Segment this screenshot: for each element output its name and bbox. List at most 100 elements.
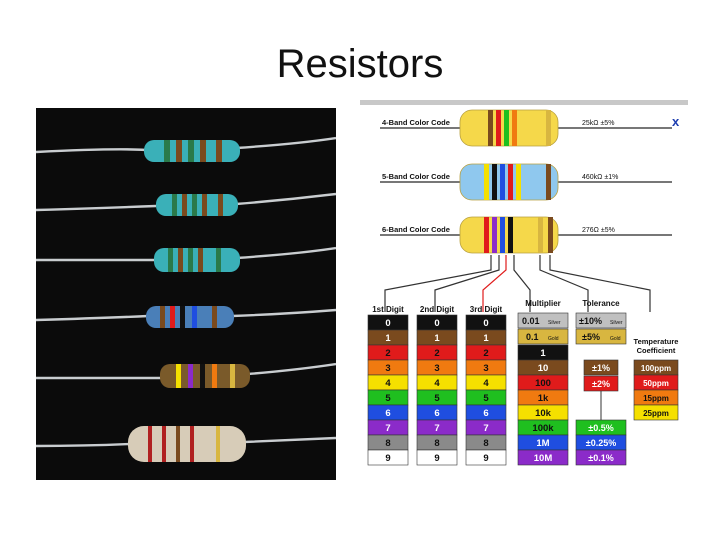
color-band bbox=[516, 164, 521, 200]
color-band bbox=[504, 110, 509, 146]
digit-value: 0 bbox=[483, 318, 488, 329]
chart-top-bar bbox=[360, 100, 688, 105]
digit-value: 9 bbox=[483, 453, 488, 464]
temp-coeff-value: 100ppm bbox=[641, 364, 671, 373]
resistor-5 bbox=[160, 364, 250, 388]
multiplier-value: 1 bbox=[540, 348, 546, 359]
multiplier-silver-note: Silver bbox=[548, 320, 561, 326]
resistor-2 bbox=[156, 194, 238, 216]
digit-cell bbox=[367, 449, 409, 466]
digit-value: 1 bbox=[434, 333, 440, 344]
multiplier-value: 1M bbox=[536, 438, 549, 449]
digit-value: 2 bbox=[385, 348, 390, 359]
tolerance-red: ±2% bbox=[592, 379, 610, 389]
band-row-2: 5-Band Color Code 460kΩ ±1% bbox=[380, 163, 672, 201]
resistor-4 bbox=[146, 306, 234, 328]
band-label: 5-Band Color Code bbox=[382, 172, 450, 181]
close-icon[interactable]: x bbox=[672, 114, 680, 129]
digit-value: 3 bbox=[385, 363, 390, 374]
color-band bbox=[508, 217, 513, 253]
digit-value: 8 bbox=[434, 438, 439, 449]
digit-value: 0 bbox=[385, 318, 390, 329]
digit-value: 2 bbox=[434, 348, 439, 359]
color-band bbox=[484, 217, 489, 253]
tolerance-silver: ±10% bbox=[579, 316, 602, 326]
color-band bbox=[488, 110, 493, 146]
digit-value: 6 bbox=[385, 408, 390, 419]
multiplier-value: 10 bbox=[538, 363, 549, 374]
digit-cell bbox=[465, 449, 507, 466]
band-value: 25kΩ ±5% bbox=[582, 120, 614, 127]
resistor-lead bbox=[36, 362, 336, 380]
digit-value: 2 bbox=[483, 348, 488, 359]
color-band bbox=[512, 110, 517, 146]
color-band bbox=[546, 164, 551, 200]
slide-title: Resistors bbox=[276, 42, 444, 86]
color-band bbox=[500, 217, 505, 253]
digit-value: 0 bbox=[434, 318, 439, 329]
tolerance-gold: ±5% bbox=[582, 332, 600, 342]
multiplier-value: 10M bbox=[534, 453, 553, 464]
multiplier-gold: 0.1 bbox=[526, 332, 539, 342]
column-header: 1st Digit bbox=[372, 305, 404, 314]
digit-value: 1 bbox=[483, 333, 489, 344]
band-row-3: 6-Band Color Code 276Ω ±5% bbox=[380, 216, 672, 254]
tolerance-gold-note: Gold bbox=[610, 336, 621, 342]
resistor-lead bbox=[36, 308, 336, 322]
band-label: 6-Band Color Code bbox=[382, 225, 450, 234]
digit-value: 7 bbox=[483, 423, 488, 434]
digit-value: 3 bbox=[483, 363, 488, 374]
digit-column-3: 3rd Digit 0 1 2 3 4 5 6 7 8 9 bbox=[465, 305, 507, 466]
multiplier-value: 10k bbox=[535, 408, 552, 419]
digit-value: 4 bbox=[385, 378, 391, 389]
connector-lines bbox=[384, 255, 651, 312]
band-value: 276Ω ±5% bbox=[582, 227, 615, 234]
digit-value: 8 bbox=[385, 438, 390, 449]
color-band bbox=[500, 164, 505, 200]
digit-value: 5 bbox=[434, 393, 440, 404]
tolerance-silver-note: Silver bbox=[610, 320, 623, 326]
band-value: 460kΩ ±1% bbox=[582, 174, 618, 181]
digit-value: 6 bbox=[434, 408, 439, 419]
column-header: 3rd Digit bbox=[470, 305, 503, 314]
resistor-lead bbox=[36, 436, 336, 448]
digit-value: 4 bbox=[483, 378, 489, 389]
digit-value: 3 bbox=[434, 363, 439, 374]
digit-value: 5 bbox=[385, 393, 391, 404]
digit-value: 1 bbox=[385, 333, 391, 344]
tolerance-blue: ±0.25% bbox=[586, 438, 616, 448]
multiplier-value: 100 bbox=[535, 378, 551, 389]
column-header: 2nd Digit bbox=[420, 305, 455, 314]
column-header: Tolerance bbox=[582, 299, 620, 308]
color-band bbox=[538, 217, 543, 253]
color-band bbox=[508, 164, 513, 200]
tolerance-violet: ±0.1% bbox=[588, 453, 613, 463]
color-band bbox=[484, 164, 489, 200]
color-band bbox=[546, 110, 551, 146]
multiplier-gold-note: Gold bbox=[548, 336, 559, 342]
digit-value: 7 bbox=[434, 423, 439, 434]
multiplier-value: 100k bbox=[532, 423, 554, 434]
color-band bbox=[496, 110, 501, 146]
multiplier-value: 1k bbox=[538, 393, 549, 404]
multiplier-silver: 0.01 bbox=[522, 316, 540, 326]
digit-cell bbox=[416, 449, 458, 466]
digit-value: 5 bbox=[483, 393, 489, 404]
column-header: Multiplier bbox=[525, 299, 561, 308]
temp-coeff-value: 50ppm bbox=[643, 379, 669, 388]
temp-coeff-value: 25ppm bbox=[643, 409, 669, 418]
color-band bbox=[492, 217, 497, 253]
resistor-3 bbox=[154, 248, 240, 272]
digit-value: 4 bbox=[434, 378, 440, 389]
tolerance-brown: ±1% bbox=[592, 363, 610, 373]
color-band bbox=[548, 217, 553, 253]
tolerance-green: ±0.5% bbox=[588, 423, 613, 433]
digit-value: 6 bbox=[483, 408, 488, 419]
resistor-photo bbox=[36, 108, 336, 480]
digit-value: 8 bbox=[483, 438, 488, 449]
resistor-6 bbox=[128, 426, 246, 462]
color-band bbox=[492, 164, 497, 200]
